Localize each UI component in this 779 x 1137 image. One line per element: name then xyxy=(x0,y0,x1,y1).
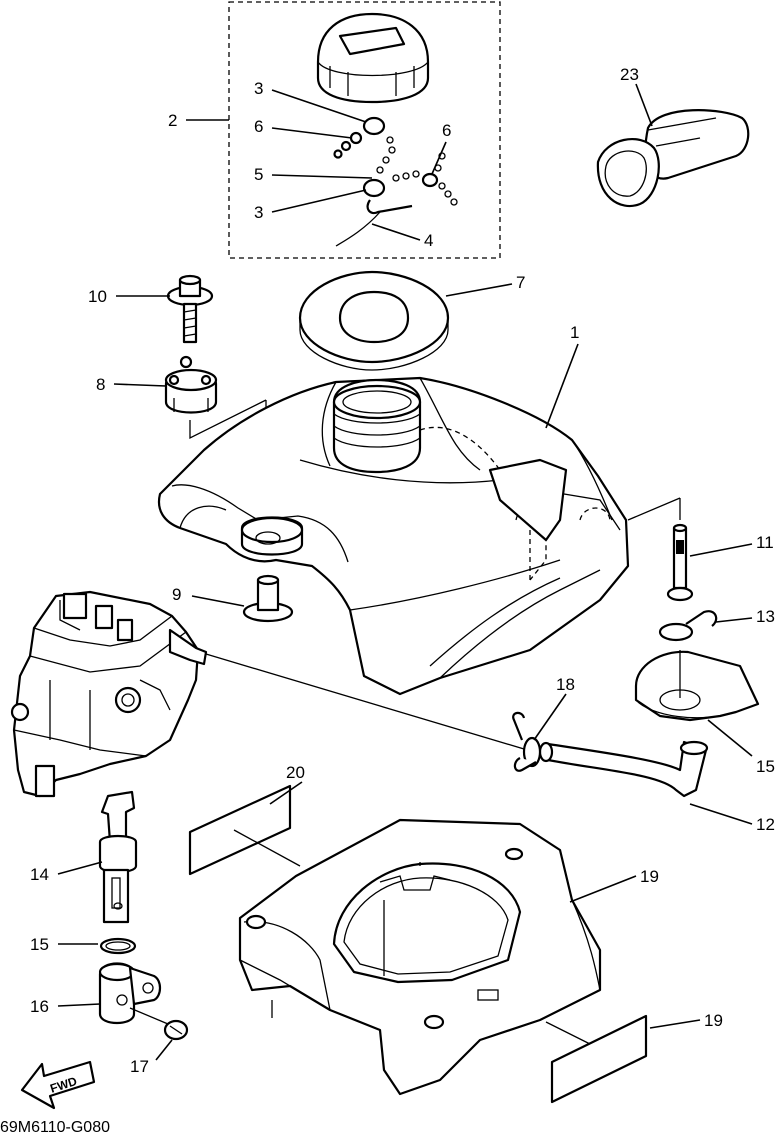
part-7-filler-gasket xyxy=(298,270,450,371)
callout-10: 10 xyxy=(88,287,107,306)
callout-6-right: 6 xyxy=(442,121,451,140)
part-21-label xyxy=(545,1014,648,1104)
fwd-arrow-icon: FWD xyxy=(20,1060,96,1110)
callout-16: 14 xyxy=(30,865,49,884)
callout-3-bottom: 3 xyxy=(254,203,263,222)
callout-21: 19 xyxy=(704,1011,723,1030)
part-16-fuel-cock xyxy=(98,790,138,924)
part-12-fuel-hose xyxy=(538,740,709,798)
part-15-fuel-filter xyxy=(634,650,760,722)
part-1-fuel-tank xyxy=(157,376,630,696)
cap-chain xyxy=(333,116,458,247)
callout-14: 19 xyxy=(640,867,659,886)
callout-5: 5 xyxy=(254,165,263,184)
callout-20: 18 xyxy=(556,675,575,694)
callout-4: 4 xyxy=(424,231,433,250)
callout-3-top: 3 xyxy=(254,79,263,98)
part-22-label xyxy=(188,784,301,876)
diagram-code: 69M6110-G080 xyxy=(0,1119,110,1136)
part-9-collar xyxy=(242,574,294,623)
callout-12: 12 xyxy=(756,815,775,834)
callout-2: 2 xyxy=(168,111,177,130)
callout-23: 23 xyxy=(620,65,639,84)
callout-22: 20 xyxy=(286,763,305,782)
callout-11: 11 xyxy=(756,533,774,552)
callout-17: 15 xyxy=(30,935,49,954)
carburetor xyxy=(10,590,208,798)
part-19-screw xyxy=(129,1007,189,1041)
callout-19: 17 xyxy=(130,1057,149,1076)
callout-1: 1 xyxy=(570,323,579,342)
callout-7: 7 xyxy=(516,273,525,292)
cap-assembly-box xyxy=(228,1,501,259)
part-20-hose-clip xyxy=(512,711,542,772)
callout-8: 8 xyxy=(96,375,105,394)
part-18-cock-bracket xyxy=(98,962,162,1025)
callout-15: 15 xyxy=(756,757,775,776)
callout-9: 9 xyxy=(172,585,181,604)
part-23-grommet xyxy=(596,109,750,208)
part-13-hose-clip xyxy=(658,610,718,642)
part-11-screw xyxy=(627,497,694,602)
part-14-tank-base xyxy=(238,818,602,1096)
callout-13: 13 xyxy=(756,607,775,626)
callout-6-left: 6 xyxy=(254,117,263,136)
fuel-cap xyxy=(316,12,430,104)
part-8-damper xyxy=(164,355,218,414)
part-10-bolt xyxy=(166,274,214,344)
callout-18: 16 xyxy=(30,997,49,1016)
